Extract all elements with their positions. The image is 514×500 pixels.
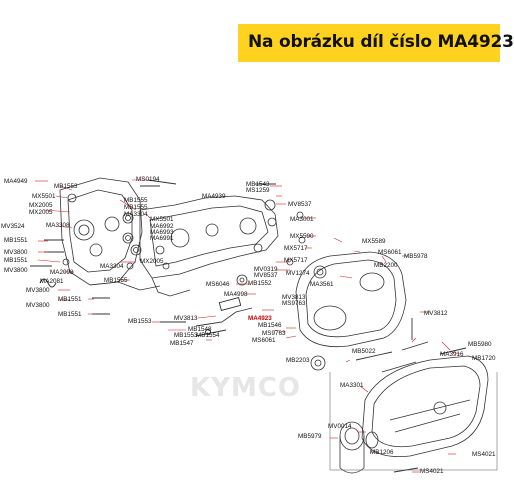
part-label-ma3304-2[interactable]: MA3304 <box>100 263 124 270</box>
part-label-mx2005-2[interactable]: MX2005 <box>29 209 53 216</box>
kymco-watermark: KYMCO <box>190 373 302 403</box>
part-number-banner: Na obrázku díl číslo MA4923 <box>238 24 514 62</box>
part-label-ms4021[interactable]: MS4021 <box>472 451 496 458</box>
part-label-mb1548[interactable]: MB1548 <box>188 326 212 333</box>
part-label-ma4949[interactable]: MA4949 <box>4 178 28 185</box>
part-label-ma3916[interactable]: MA3916 <box>440 351 464 358</box>
part-label-mb2200[interactable]: MB2200 <box>374 262 398 269</box>
part-label-mb1543[interactable]: MB1543 <box>246 181 270 188</box>
part-label-ma6992[interactable]: MA6992 <box>150 223 174 230</box>
part-label-mb5980[interactable]: MB5980 <box>468 341 492 348</box>
part-label-mv0319[interactable]: MV0319 <box>254 266 278 273</box>
part-label-mx5590[interactable]: MX5590 <box>290 233 314 240</box>
part-label-mv3812[interactable]: MV3812 <box>424 310 448 317</box>
part-label-mx5717[interactable]: MX5717 <box>284 245 308 252</box>
part-label-mv3524[interactable]: MV3524 <box>1 223 25 230</box>
part-label-mv3800-3[interactable]: MV3800 <box>26 287 50 294</box>
exploded-view-drawing <box>30 177 498 474</box>
banner-text: Na obrázku díl číslo MA4923 <box>248 32 514 52</box>
part-label-mx5717-2[interactable]: MX5717 <box>284 257 308 264</box>
kick-lever-drawing <box>195 296 253 337</box>
parts-diagram-page: Na obrázku díl číslo MA4923 KYMCO <box>1 24 514 475</box>
part-label-mx5589[interactable]: MX5589 <box>362 238 386 245</box>
part-label-ma4923[interactable]: MA4923 <box>248 315 272 322</box>
part-label-mx2005-3[interactable]: MX2005 <box>140 258 164 265</box>
part-label-mb1553[interactable]: MB1553 <box>54 183 78 190</box>
part-label-ms4021-2[interactable]: MS4021 <box>420 468 444 475</box>
part-label-mv1274[interactable]: MV1274 <box>286 270 310 277</box>
part-label-mb1554[interactable]: MB1554 <box>196 332 220 339</box>
part-label-ma3301[interactable]: MA3301 <box>340 382 364 389</box>
part-label-mv8537-2[interactable]: MV8537 <box>254 272 278 279</box>
part-label-ma3308[interactable]: MA3308 <box>46 222 70 229</box>
leader-lines <box>35 179 461 473</box>
part-label-mb1555-3[interactable]: MB1555 <box>104 277 128 284</box>
part-label-ma2098[interactable]: MA2098 <box>50 269 74 276</box>
part-label-mv0014[interactable]: MV0014 <box>328 423 352 430</box>
part-label-mb2203[interactable]: MB2203 <box>286 357 310 364</box>
part-label-ma3001[interactable]: MA3001 <box>290 216 314 223</box>
part-label-mb1551[interactable]: MB1551 <box>4 237 28 244</box>
part-label-mb5979[interactable]: MB5979 <box>298 433 322 440</box>
part-label-ma2081[interactable]: MA2081 <box>40 278 64 285</box>
right-crankcase-drawing <box>139 195 279 297</box>
part-label-ms6061[interactable]: MS6061 <box>252 337 276 344</box>
part-label-ma4998[interactable]: MA4998 <box>224 291 248 298</box>
part-label-ma6993[interactable]: MA6993 <box>150 229 174 236</box>
part-label-ma3304[interactable]: MA3304 <box>124 211 148 218</box>
part-label-mb1546[interactable]: MB1546 <box>258 322 282 329</box>
part-label-ma3561[interactable]: MA3561 <box>310 281 334 288</box>
part-label-mx5501-2[interactable]: MX5501 <box>150 216 174 223</box>
air-duct-drawing <box>339 421 379 474</box>
part-label-mv3800-2[interactable]: MV3800 <box>4 267 28 274</box>
part-label-mv3813-2[interactable]: MV3813 <box>282 294 306 301</box>
part-label-mb1553-2[interactable]: MB1553 <box>128 318 152 325</box>
part-label-mb1553-3[interactable]: MB1553 <box>174 332 198 339</box>
clutch-cover-drawing <box>295 251 407 371</box>
part-label-mv3813[interactable]: MV3813 <box>174 315 198 322</box>
cover-bolts-drawing <box>355 318 467 473</box>
part-label-mb1555-2[interactable]: MB1555 <box>124 204 148 211</box>
part-label-ms6061-2[interactable]: MS6061 <box>378 249 402 256</box>
part-label-ms0194[interactable]: MS0194 <box>136 176 160 183</box>
part-label-ma6991[interactable]: MA6991 <box>150 235 174 242</box>
part-label-mb1551-2[interactable]: MB1551 <box>4 257 28 264</box>
part-label-ms9763-2[interactable]: MS9763 <box>262 330 286 337</box>
part-label-mx5501[interactable]: MX5501 <box>32 193 56 200</box>
left-crankcase-drawing <box>59 177 161 291</box>
part-label-ms9763[interactable]: MS9763 <box>282 300 306 307</box>
part-label-mb1551-4[interactable]: MB1551 <box>58 311 82 318</box>
bearing-rings-drawing <box>122 199 306 286</box>
part-label-mb1206[interactable]: MB1206 <box>370 449 394 456</box>
part-label-mv3800[interactable]: MV3800 <box>4 249 28 256</box>
part-label-mb5022[interactable]: MB5022 <box>352 348 376 355</box>
part-label-ms6046[interactable]: MS6046 <box>206 281 230 288</box>
part-label-mx2005[interactable]: MX2005 <box>29 202 53 209</box>
part-label-mb5978[interactable]: MB5978 <box>404 253 428 260</box>
bolts-drawing <box>30 179 276 323</box>
part-label-mb1547[interactable]: MB1547 <box>170 340 194 347</box>
part-label-mv8537[interactable]: MV8537 <box>288 201 312 208</box>
part-label-ma4939[interactable]: MA4939 <box>202 193 226 200</box>
outer-cover-frame <box>329 372 498 471</box>
part-label-mv3800-4[interactable]: MV3800 <box>26 302 50 309</box>
part-label-ms1259[interactable]: MS1259 <box>246 187 270 194</box>
outer-cover-drawing <box>361 355 489 457</box>
part-label-mb1552[interactable]: MB1552 <box>248 280 272 287</box>
part-label-mb1555[interactable]: MB1555 <box>124 197 148 204</box>
part-label-mb1551-3[interactable]: MB1551 <box>58 296 82 303</box>
part-label-mb1720[interactable]: MB1720 <box>472 355 496 362</box>
